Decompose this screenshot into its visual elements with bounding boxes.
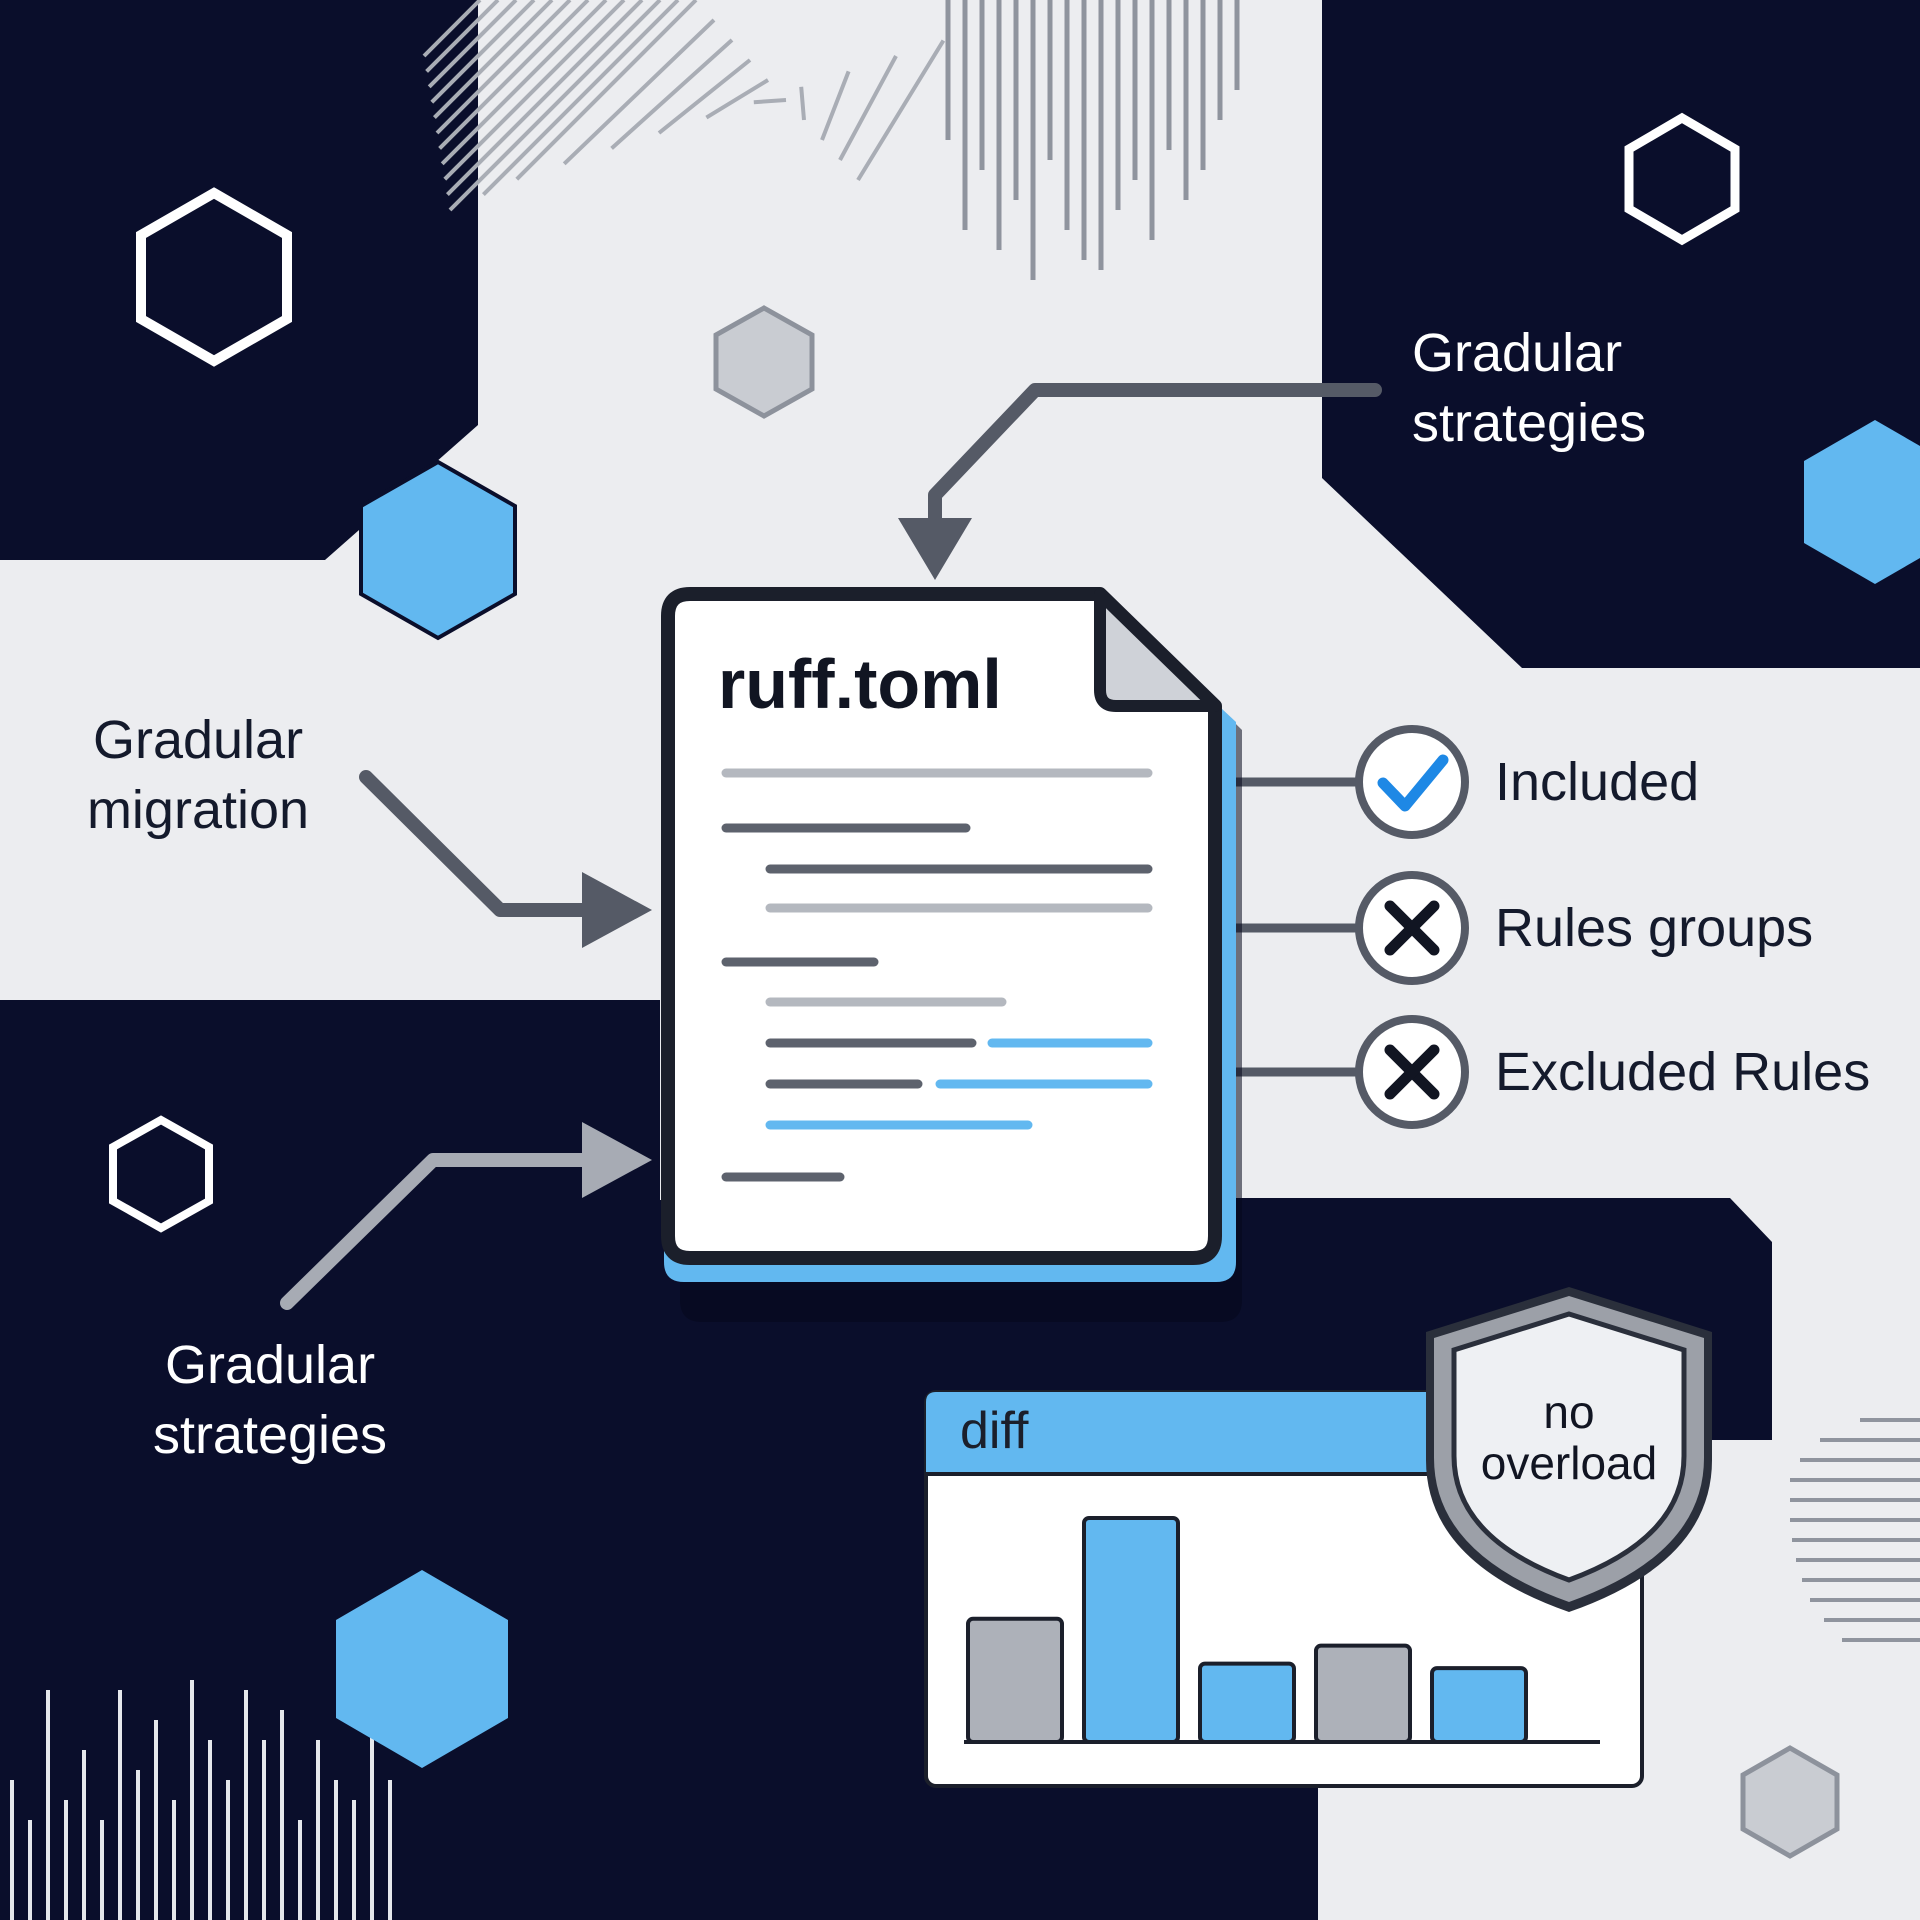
check-icon xyxy=(1377,754,1449,812)
label-line: strategies xyxy=(1412,393,1647,453)
diff-bar xyxy=(1198,1661,1296,1744)
shield-badge: no overload xyxy=(1426,1287,1712,1612)
pattern-stroke xyxy=(440,0,608,166)
status-item-excluded-rules-icon xyxy=(1355,1015,1469,1129)
label-line: Gradular xyxy=(1412,323,1623,383)
label-line: Gradular xyxy=(92,710,304,770)
pattern-stroke xyxy=(448,0,662,212)
hexagon-gray xyxy=(1740,1745,1840,1859)
status-label-included: Included xyxy=(1495,752,1700,812)
pattern-stroke xyxy=(445,0,644,197)
pattern-stroke xyxy=(438,0,590,150)
file-name: ruff.toml xyxy=(718,645,1002,723)
navy-block-top-right xyxy=(1322,0,1920,668)
pattern-stroke xyxy=(515,0,698,181)
pattern-stroke xyxy=(481,0,680,197)
pattern-stroke xyxy=(432,0,554,120)
status-item-rules-groups-icon xyxy=(1355,871,1469,985)
pattern-stroke xyxy=(610,38,734,150)
arrow-from-left-middle xyxy=(359,770,652,948)
hexagon-outline-white xyxy=(1624,112,1740,246)
diff-bar xyxy=(1430,1666,1528,1744)
hexagon-blue xyxy=(1804,420,1920,584)
pattern-stroke xyxy=(856,39,946,182)
pattern-stroke xyxy=(820,70,851,141)
hexagon-gray xyxy=(713,305,815,419)
pattern-stroke xyxy=(430,0,536,104)
navy-block-top-left xyxy=(0,0,478,560)
label-line: Gradular xyxy=(164,1335,376,1395)
label-gradual-strategies-top: Gradular strategies xyxy=(1412,318,1646,458)
label-line: strategies xyxy=(152,1405,388,1465)
diff-panel-title: diff xyxy=(960,1402,1029,1460)
x-icon xyxy=(1384,1044,1440,1100)
pattern-stroke xyxy=(443,0,626,181)
diagonal-hatch-pattern xyxy=(422,0,946,212)
status-item-included-icon xyxy=(1355,725,1469,839)
vertical-bars-pattern-bottom xyxy=(10,1680,392,1920)
status-label-rules-groups: Rules groups xyxy=(1495,898,1814,958)
diff-bar xyxy=(1314,1643,1412,1745)
label-gradual-strategies-bottom: Gradular strategies xyxy=(130,1330,410,1470)
hexagon-blue xyxy=(336,1570,508,1768)
pattern-stroke xyxy=(657,58,752,135)
arrow-from-bottom-left xyxy=(280,1122,652,1310)
pattern-stroke xyxy=(838,55,898,161)
pattern-stroke xyxy=(422,0,482,58)
x-icon xyxy=(1384,900,1440,956)
status-connectors xyxy=(1225,777,1360,1077)
pattern-stroke xyxy=(799,86,806,121)
diff-bar-chart xyxy=(966,1516,1528,1745)
pattern-stroke xyxy=(435,0,572,135)
hexagon-blue xyxy=(359,459,517,641)
pattern-stroke xyxy=(427,0,518,89)
page-fold-icon xyxy=(1094,588,1221,712)
hexagon-outline-white xyxy=(136,187,292,367)
diff-bar xyxy=(1082,1516,1180,1744)
card-body xyxy=(661,587,1222,1265)
shield-text-line-2: overload xyxy=(1481,1437,1657,1489)
label-gradual-migration: Gradular migration xyxy=(68,705,328,845)
pattern-stroke xyxy=(705,78,770,120)
hexagon-outline-white xyxy=(109,1115,213,1233)
vertical-bars-pattern-top xyxy=(945,0,1240,280)
pattern-stroke xyxy=(425,0,500,73)
shield-text-line-1: no xyxy=(1543,1386,1594,1438)
arrow-from-top-right xyxy=(898,383,1382,580)
horizontal-lines-pattern xyxy=(1790,1418,1920,1642)
label-line: migration xyxy=(86,780,310,840)
diff-bar xyxy=(966,1616,1064,1745)
pattern-stroke xyxy=(753,98,787,105)
status-label-excluded-rules: Excluded Rules xyxy=(1495,1042,1871,1102)
code-lines xyxy=(721,768,1153,1182)
pattern-stroke xyxy=(562,18,716,166)
toml-file-card: ruff.toml xyxy=(661,587,1242,1322)
